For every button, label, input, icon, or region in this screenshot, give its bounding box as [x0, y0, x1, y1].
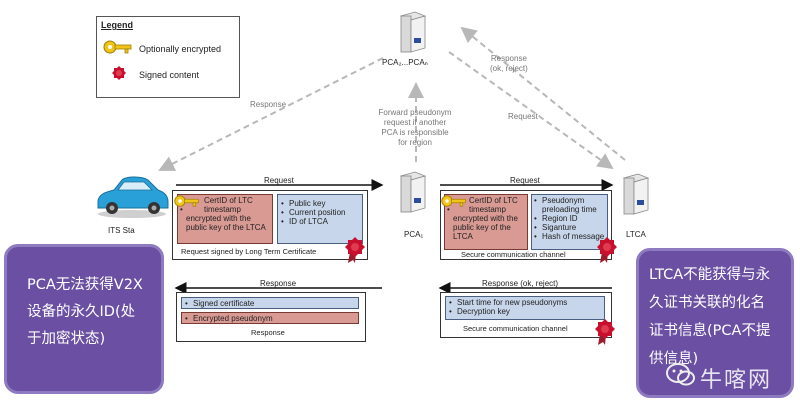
red-note-2: public key of the	[453, 223, 511, 232]
callout-left-line-3: 于加密状态)	[27, 331, 106, 347]
red-note-1: encrypted with the	[453, 214, 518, 223]
label-pca1: PCA₁	[404, 230, 424, 239]
legend-box: Legend Optionally encrypted Signed conte…	[96, 16, 240, 98]
seal-icon	[345, 237, 365, 263]
blue-item-ltca-id: ID of LTCA	[281, 217, 359, 226]
label-response-top-right-2: (ok, reject)	[490, 64, 528, 73]
callout-left: PCA无法获得V2X 设备的永久ID(处 于加密状态)	[4, 244, 164, 394]
item-signed-certificate: Signed certificate	[185, 299, 355, 308]
plain-block: Pseudonym preloading time Region ID Siga…	[531, 194, 608, 250]
encrypted-block: CertID of LTC timestamp encrypted with t…	[444, 194, 528, 250]
blue-item-signature: Siganture	[534, 223, 605, 232]
label-ltca: LTCA	[626, 230, 646, 239]
seal-icon	[112, 66, 126, 80]
server-icon-pca-group	[399, 11, 427, 53]
server-icon-ltca	[622, 173, 650, 215]
legend-title: Legend	[101, 20, 134, 30]
legend-label-signed: Signed content	[139, 70, 200, 80]
red-note-2: public key of the LTCA	[186, 223, 266, 232]
request-arrow-top-right	[448, 51, 614, 170]
callout-right-line-2: 久证书关联的化名	[649, 295, 765, 311]
caption-response-left: Response	[251, 328, 285, 337]
label-response-right: Response (ok, reject)	[482, 279, 559, 288]
forward-note-line-1: Forward pseudonym	[378, 108, 452, 117]
signed-certificate-row: Signed certificate	[181, 297, 359, 309]
response-right-panel: Start time for new pseudonyms Decryption…	[440, 292, 612, 338]
forward-note-line-2: request if another	[383, 118, 447, 127]
label-request-left: Request	[264, 176, 294, 185]
seal-icon	[597, 237, 617, 263]
response-arrow-top-left	[158, 57, 384, 171]
label-response-top-left: Response	[250, 100, 287, 109]
request-secure-panel: CertID of LTC timestamp encrypted with t…	[440, 190, 612, 260]
blue-item-region-id: Region ID	[534, 214, 605, 223]
red-item-timestamp: timestamp	[180, 205, 270, 214]
request-ltc-panel: CertID of LTC timestamp encrypted with t…	[172, 190, 368, 260]
item-encrypted-pseudonym: Encrypted pseudonym	[185, 314, 355, 323]
red-note-1: encrypted with the	[186, 214, 251, 223]
label-pca-group: PCA₂...PCAₙ	[382, 58, 428, 67]
forward-note-line-3: PCA is responsible	[381, 128, 449, 137]
car-icon	[97, 176, 169, 218]
label-request-top-right: Request	[508, 112, 538, 121]
label-response-top-right-1: Response	[490, 54, 527, 63]
legend-label-encrypted: Optionally encrypted	[139, 44, 222, 54]
callout-right-line-1: LTCA不能获得与永	[649, 267, 771, 283]
key-icon	[441, 195, 466, 207]
encrypted-pseudonym-row: Encrypted pseudonym	[181, 312, 359, 324]
label-response-top-right: Response (ok, reject)	[490, 54, 528, 74]
wechat-icon	[666, 363, 695, 386]
callout-left-line-1: PCA无法获得V2X	[27, 277, 143, 293]
blue-item-preload-time: Pseudonym preloading time	[534, 196, 605, 214]
label-response-left: Response	[260, 279, 297, 288]
callout-left-line-2: 设备的永久ID(处	[27, 304, 136, 320]
red-item-timestamp: timestamp	[447, 205, 525, 214]
key-icon	[174, 195, 199, 207]
item-start-time: Start time for new pseudonyms	[449, 298, 601, 307]
callout-right: LTCA不能获得与永 久证书关联的化名 证书信息(PCA不提 供信息)	[636, 248, 794, 398]
response-arrow-top-right	[460, 26, 626, 161]
callout-right-line-3: 证书信息(PCA不提	[649, 323, 771, 339]
caption-request-secure: Secure communication channel	[461, 250, 566, 259]
forward-note-line-4: for region	[398, 138, 432, 147]
blue-item-hash: Hash of message	[534, 232, 605, 241]
server-icon-pca1	[399, 171, 427, 213]
callout-right-line-4: 供信息)	[649, 351, 699, 367]
label-request-right: Request	[510, 176, 540, 185]
plain-block: Public key Current position ID of LTCA	[277, 194, 363, 244]
forward-note: Forward pseudonym request if another PCA…	[370, 108, 460, 148]
watermark-text: 牛喀网	[700, 368, 773, 393]
caption-request-ltc: Request signed by Long Term Certificate	[181, 247, 317, 256]
key-icon	[103, 40, 132, 54]
blue-item-position: Current position	[281, 208, 359, 217]
item-decryption-key: Decryption key	[449, 307, 601, 316]
blue-item-public-key: Public key	[281, 199, 359, 208]
seal-icon	[595, 319, 615, 345]
response-left-panel: Signed certificate Encrypted pseudonym R…	[176, 292, 366, 342]
plain-block: Start time for new pseudonyms Decryption…	[445, 296, 605, 320]
red-note-3: LTCA	[453, 232, 473, 241]
label-its-station: ITS Sta	[108, 226, 135, 235]
caption-response-right: Secure communication channel	[463, 324, 568, 333]
